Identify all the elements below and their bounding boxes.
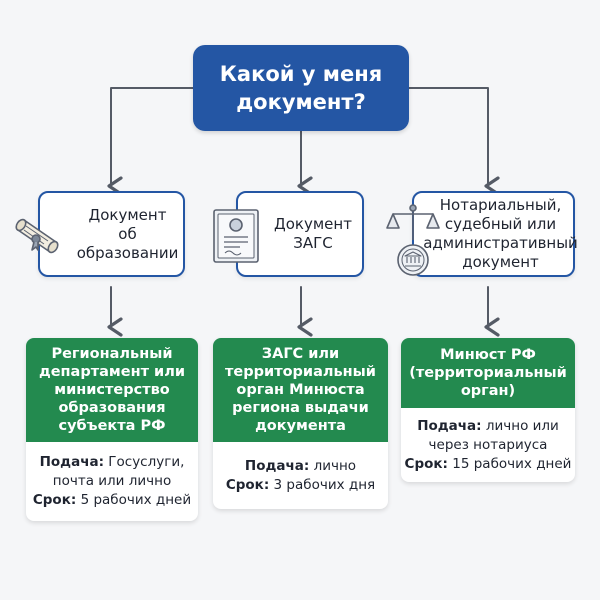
certificate-icon (213, 209, 259, 263)
authority-zags-details: Подача: лично Срок: 3 рабочих дня (213, 442, 388, 509)
authority-zags-head-line: региона выдачи (232, 400, 369, 416)
submit-label: Подача: (417, 417, 482, 434)
term-value: 5 рабочих дней (80, 492, 192, 508)
submit-value: Госуслуги, (108, 454, 185, 470)
term-label: Срок: (32, 492, 77, 508)
submit-value: почта или лично (52, 473, 172, 489)
doc-education-line-1: Документ об (88, 205, 167, 243)
authority-education-head-line: субъекта РФ (58, 418, 166, 434)
connector-root-right (408, 87, 500, 196)
diploma-scroll-icon (15, 218, 59, 254)
authority-education-head-line: образования (58, 400, 166, 416)
doc-notarial-line-4: документ (462, 253, 539, 271)
authority-education-details: Подача: Госуслуги, почта или лично Срок:… (26, 442, 198, 521)
doc-zags-line-2: ЗАГС (293, 234, 333, 252)
doc-notarial-line-2: судебный или (444, 215, 557, 233)
authority-ministry-head-line: орган) (460, 383, 516, 399)
submit-value: лично (313, 457, 357, 474)
authority-education-head-line: министерство (54, 382, 170, 398)
submit-label: Подача: (244, 457, 310, 474)
authority-zags-head-line: ЗАГС или (261, 346, 340, 362)
authority-card-education: Региональный департамент или министерств… (26, 338, 198, 521)
doc-notarial-line-1: Нотариальный, (439, 196, 562, 214)
submit-label: Подача: (39, 454, 104, 470)
term-label: Срок: (225, 476, 270, 493)
authority-card-ministry: Минюст РФ (территориальный орган) Подача… (401, 338, 575, 482)
doc-education-line-2: образовании (76, 243, 179, 262)
doc-box-notarial: Нотариальный, судебный или административ… (412, 191, 578, 277)
authority-education-header: Региональный департамент или министерств… (26, 338, 198, 442)
term-label: Срок: (404, 455, 448, 472)
question-line-1: Какой у меня (219, 62, 383, 86)
authority-zags-header: ЗАГС или территориальный орган Минюста р… (213, 338, 388, 442)
doc-notarial-line-3: административный (423, 234, 578, 252)
authority-ministry-details: Подача: лично или через нотариуса Срок: … (401, 408, 575, 482)
authority-ministry-header: Минюст РФ (территориальный орган) (401, 338, 575, 408)
authority-ministry-head-line: (территориальный (409, 365, 567, 381)
submit-value: через нотариуса (428, 436, 548, 453)
authority-zags-head-line: документа (255, 418, 346, 434)
authority-education-head-line: Региональный (51, 346, 173, 362)
authority-card-zags: ЗАГС или территориальный орган Минюста р… (213, 338, 388, 509)
scales-of-justice-icon (386, 204, 440, 276)
submit-value: лично или (485, 417, 559, 434)
term-value: 3 рабочих дня (273, 476, 376, 493)
question-box: Какой у меня документ? (193, 45, 409, 131)
authority-ministry-head-line: Минюст РФ (440, 347, 536, 363)
doc-zags-line-1: Документ (274, 215, 352, 233)
authority-education-head-line: департамент или (38, 364, 185, 380)
authority-zags-head-line: орган Минюста (236, 382, 365, 398)
authority-zags-head-line: территориальный (225, 364, 376, 380)
question-line-2: документ? (236, 90, 366, 114)
term-value: 15 рабочих дней (452, 455, 572, 472)
connector-root-left (107, 87, 194, 196)
